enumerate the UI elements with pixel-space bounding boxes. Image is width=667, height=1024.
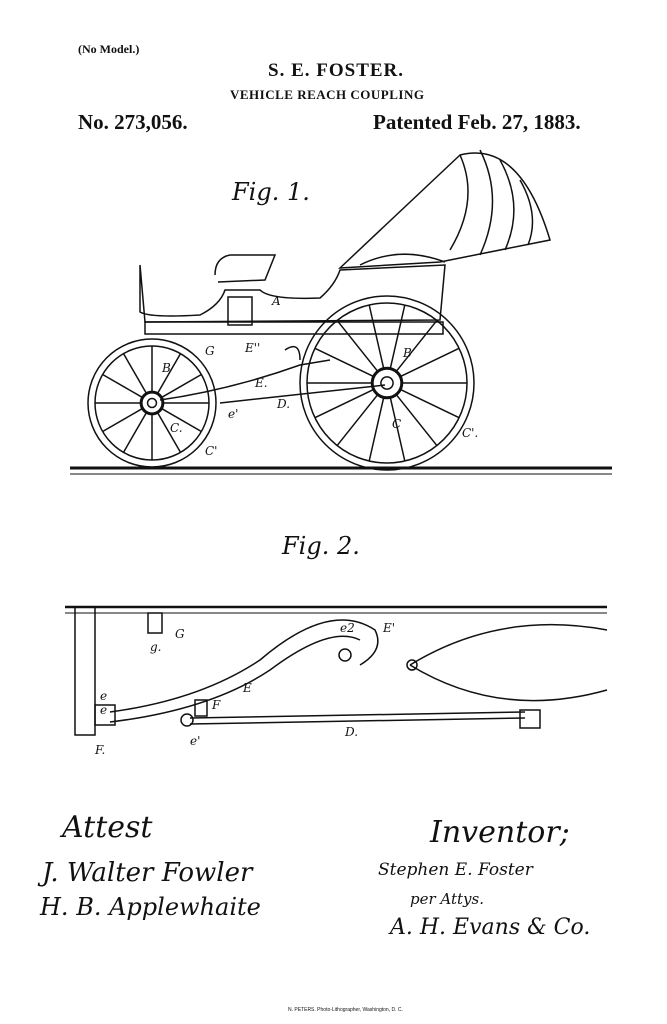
axle-nut [381, 377, 393, 389]
fifth-wheel-G [148, 613, 162, 633]
pivot-e-prime [181, 714, 193, 726]
wheel-spoke [369, 305, 384, 369]
top-bows [450, 150, 533, 255]
part-label: D. [344, 725, 358, 739]
reach-D [190, 712, 525, 718]
part-label: E [242, 681, 252, 695]
figure-2-drawing [65, 607, 607, 735]
part-label: E' [382, 621, 395, 635]
pivot-e2 [339, 649, 351, 661]
wheel-spoke [315, 348, 374, 376]
part-label: G [205, 344, 215, 358]
wheel-spoke [103, 408, 143, 431]
lithographer-credit: N. PETERS. Photo-Lithographer, Washingto… [288, 1007, 403, 1013]
part-label: e' [228, 407, 238, 421]
wheel-hub [141, 392, 163, 414]
top-rest [360, 254, 445, 265]
inventor-signature: Stephen E. Foster [378, 860, 533, 880]
wheel-spoke [337, 395, 378, 446]
part-label: C'. [462, 426, 478, 440]
wheel-spoke [124, 354, 147, 394]
wheel-spoke [369, 397, 384, 461]
part-label: E'' [244, 341, 260, 355]
part-label: A [271, 294, 281, 308]
folding-top [340, 153, 550, 268]
attest-label: Attest [62, 810, 152, 845]
witness-1-signature: J. Walter Fowler [42, 858, 252, 888]
part-label: G [175, 627, 185, 641]
witness-2-signature: H. B. Applewhaite [40, 893, 261, 921]
front-axle-section [75, 607, 95, 735]
part-label: E. [254, 376, 268, 390]
part-label: C [392, 417, 401, 431]
part-label: C' [205, 444, 217, 458]
wheel-spoke [124, 412, 147, 452]
seat-back [215, 255, 275, 282]
inventor-label: Inventor; [430, 815, 570, 850]
wheel-hub [372, 368, 402, 398]
part-label: C. [170, 421, 183, 435]
rear-spring [410, 625, 607, 701]
figure-2-labels: Gg. e2 E' E Fee e' F. D. [94, 621, 395, 757]
wheel-spoke [396, 395, 437, 446]
reach-E [110, 620, 378, 712]
part-label: B [402, 346, 412, 360]
per-attys: per Attys. [410, 890, 484, 908]
part-label: F [211, 698, 221, 712]
part-label: B [161, 361, 171, 375]
wheel-spoke [337, 320, 378, 371]
wheel-spoke [400, 389, 459, 417]
reach-E [110, 636, 360, 722]
attorneys-signature: A. H. Evans & Co. [390, 915, 590, 940]
part-label: e [100, 689, 107, 703]
coupling-E-double-prime [285, 347, 300, 360]
reach-D [190, 718, 525, 724]
part-label: e2 [340, 621, 355, 635]
spring-eye [407, 660, 417, 670]
part-label: F. [94, 743, 105, 757]
carriage-body [140, 265, 445, 322]
part-label: e' [190, 734, 200, 748]
wheel-spoke [315, 389, 374, 417]
axle-nut [148, 399, 157, 408]
wheel-spoke [103, 375, 143, 398]
part-label: e [100, 703, 107, 717]
part-label: g. [150, 640, 162, 654]
part-label: D. [276, 397, 290, 411]
